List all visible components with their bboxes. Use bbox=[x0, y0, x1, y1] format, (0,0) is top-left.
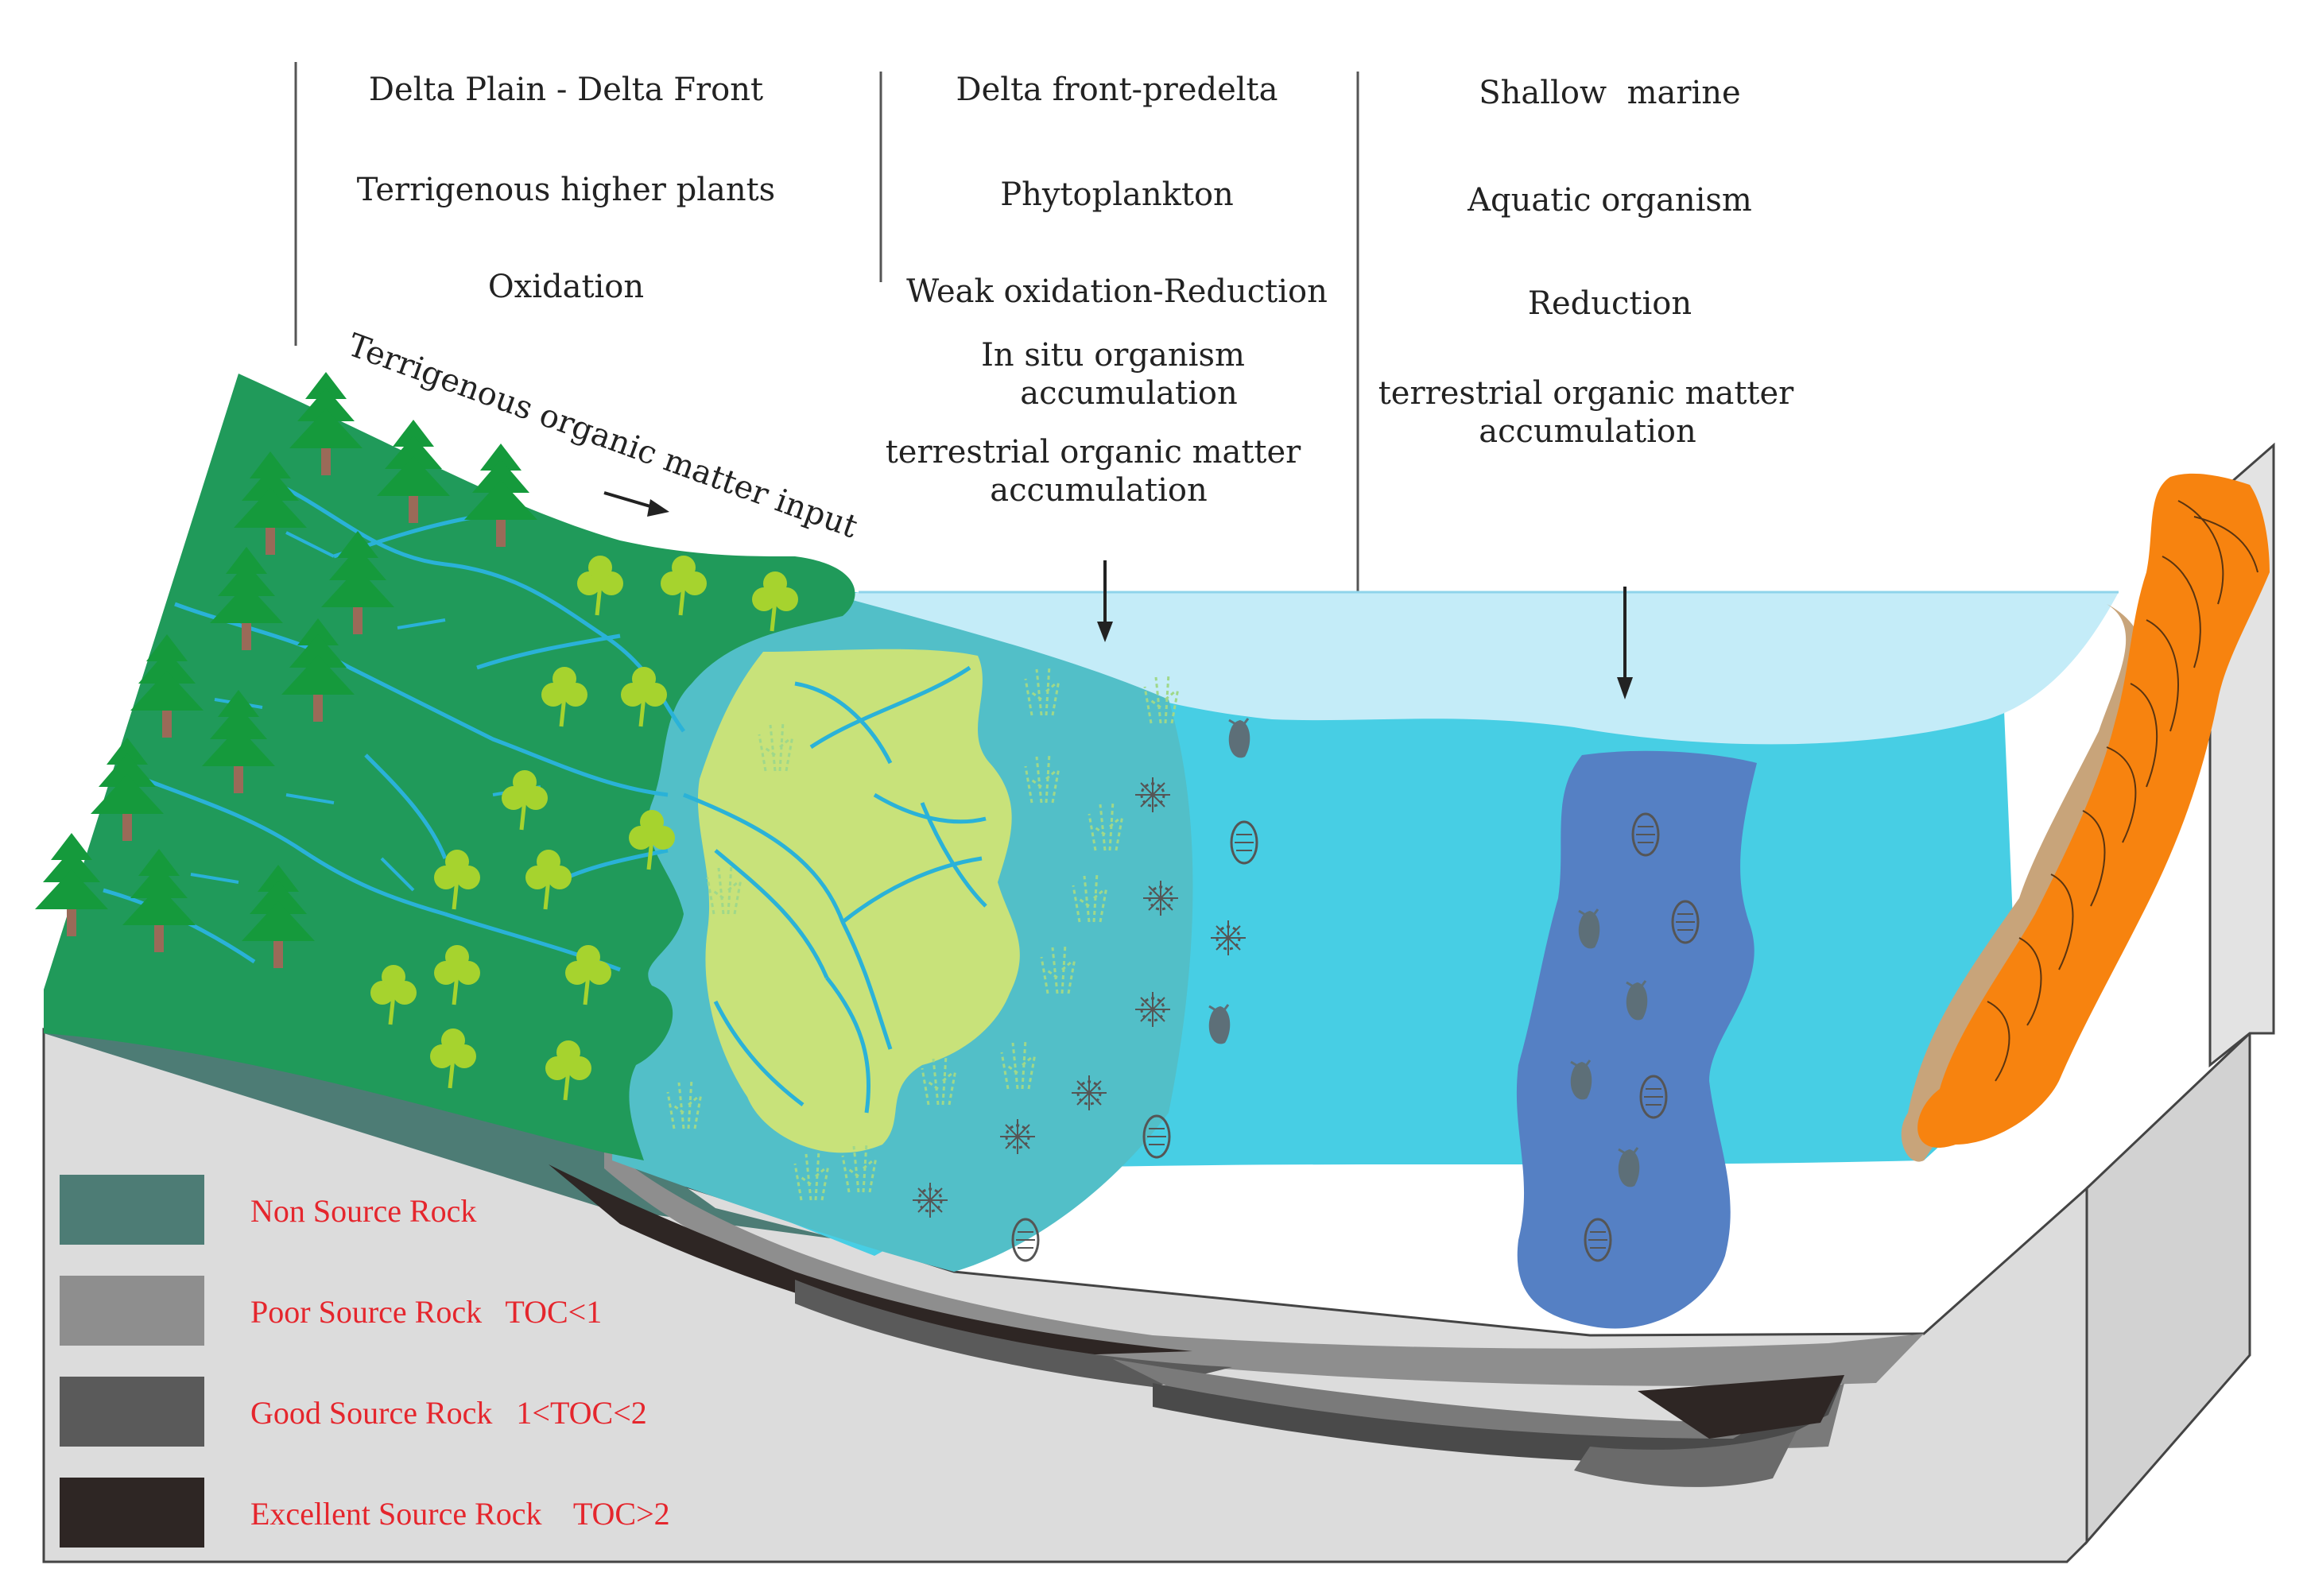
col2-organism: Phytoplankton bbox=[1000, 176, 1234, 213]
cliff-margin-tan bbox=[1901, 604, 2149, 1162]
col2-environment: Delta front-predelta bbox=[956, 72, 1278, 108]
delta-channels bbox=[683, 665, 987, 1114]
legend-label-excellent: Excellent Source Rock TOC>2 bbox=[250, 1496, 670, 1532]
input-arrow bbox=[603, 491, 669, 517]
legend-label-good: Good Source Rock 1<TOC<2 bbox=[250, 1395, 647, 1431]
block-right-face bbox=[2085, 1030, 2251, 1546]
col1-organism: Terrigenous higher plants bbox=[357, 172, 775, 208]
legend-swatch-poor bbox=[60, 1276, 204, 1346]
stratum-good bbox=[795, 1280, 1232, 1387]
col2-accum-1b: accumulation bbox=[1020, 375, 1237, 412]
stratum-good-2 bbox=[1153, 1375, 1844, 1463]
legend: Non Source Rock Poor Source Rock TOC<1 G… bbox=[60, 1175, 670, 1548]
legend-swatch-good bbox=[60, 1377, 204, 1447]
col2-accum-1a: In situ organism bbox=[981, 337, 1245, 374]
legend-swatch-non-source bbox=[60, 1175, 204, 1245]
legend-label-poor: Poor Source Rock TOC<1 bbox=[250, 1294, 602, 1330]
col3-environment: Shallow marine bbox=[1479, 75, 1740, 111]
organic-matter-column bbox=[1516, 750, 1757, 1329]
col3-accum-a: terrestrial organic matter bbox=[1378, 375, 1794, 412]
col2-redox: Weak oxidation-Reduction bbox=[906, 273, 1328, 310]
col3-accum-b: accumulation bbox=[1479, 413, 1696, 450]
legend-label-non-source: Non Source Rock bbox=[250, 1193, 476, 1229]
col3-organism: Aquatic organism bbox=[1467, 182, 1752, 219]
col2-accum-2b: accumulation bbox=[990, 472, 1207, 509]
delta-lobe bbox=[697, 649, 1020, 1153]
stratum-excellent-2 bbox=[1638, 1375, 1844, 1439]
surface-water bbox=[843, 592, 2119, 745]
col1-redox: Oxidation bbox=[488, 269, 644, 305]
col1-environment: Delta Plain - Delta Front bbox=[369, 72, 763, 108]
cliff-contours bbox=[1987, 500, 2259, 1082]
settling-arrow-1 bbox=[1097, 560, 1113, 642]
stratum-poor-3 bbox=[1574, 1431, 1797, 1487]
stratum-poor-2 bbox=[1113, 1359, 1844, 1449]
cliff-orange bbox=[1917, 473, 2270, 1148]
legend-swatch-excellent bbox=[60, 1478, 204, 1548]
col3-redox: Reduction bbox=[1528, 285, 1692, 322]
col2-accum-2a: terrestrial organic matter bbox=[886, 434, 1301, 471]
settling-arrow-2 bbox=[1617, 587, 1633, 699]
